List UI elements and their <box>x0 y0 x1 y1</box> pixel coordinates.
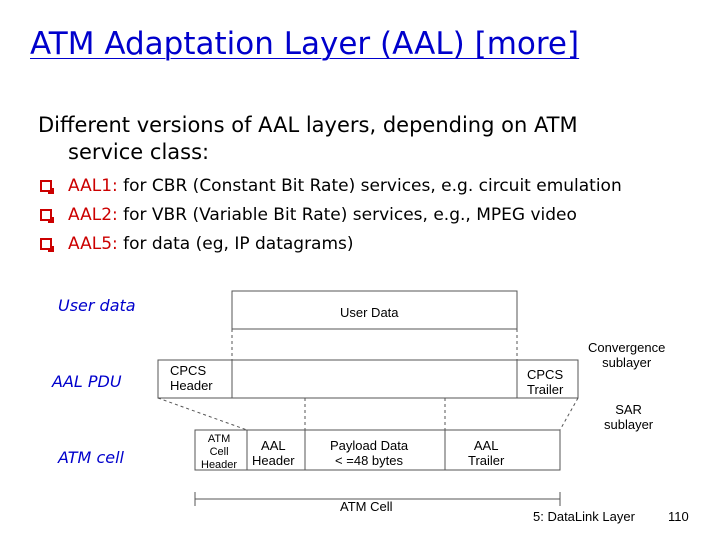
payload-data-label: Payload Data < =48 bytes <box>330 438 409 468</box>
bullet-text: for CBR (Constant Bit Rate) services, e.… <box>117 176 622 196</box>
list-item: AAL2: for VBR (Variable Bit Rate) servic… <box>40 201 622 230</box>
projection-line <box>559 397 579 431</box>
bullet-square-icon <box>40 209 54 223</box>
slide-title: ATM Adaptation Layer (AAL) [more] <box>30 26 580 62</box>
row-label-aal-pdu: AAL PDU <box>52 372 122 391</box>
projection-line <box>157 397 248 431</box>
aal-types-list: AAL1: for CBR (Constant Bit Rate) servic… <box>40 172 622 259</box>
bullet-square-icon <box>40 238 54 252</box>
atm-cell-header-label: ATM Cell Header <box>201 433 238 471</box>
row-label-atm-cell: ATM cell <box>58 448 124 467</box>
atm-cell-caption: ATM Cell <box>340 499 393 514</box>
list-item: AAL1: for CBR (Constant Bit Rate) servic… <box>40 172 622 201</box>
intro-line-2: service class: <box>68 140 210 164</box>
bullet-head: AAL2: <box>68 205 118 225</box>
aal-header-label: AAL Header <box>252 438 295 468</box>
bullet-text: for VBR (Variable Bit Rate) services, e.… <box>117 205 577 225</box>
sar-sublayer-label: SAR sublayer <box>604 402 654 432</box>
cpcs-trailer-label: CPCS Trailer <box>527 367 564 397</box>
row-label-user-data: User data <box>58 296 136 315</box>
bullet-head: AAL1: <box>68 176 118 196</box>
user-data-box <box>231 290 518 330</box>
footer-page-number: 110 <box>668 509 689 524</box>
list-item: AAL5: for data (eg, IP datagrams) <box>40 230 622 259</box>
aal-trailer-label: AAL Trailer <box>468 438 505 468</box>
user-data-box-label: User Data <box>340 305 399 320</box>
aal-pdu-box <box>157 359 579 399</box>
convergence-sublayer-label: Convergence sublayer <box>588 340 666 370</box>
bullet-text: for data (eg, IP datagrams) <box>117 234 354 254</box>
bullet-head: AAL5: <box>68 234 118 254</box>
footer-chapter: 5: DataLink Layer <box>533 509 635 524</box>
cpcs-header-label: CPCS Header <box>170 363 213 393</box>
atm-cell-box <box>194 429 561 471</box>
intro-text: Different versions of AAL layers, depend… <box>38 112 678 166</box>
intro-line-1: Different versions of AAL layers, depend… <box>38 113 578 137</box>
bullet-square-icon <box>40 180 54 194</box>
